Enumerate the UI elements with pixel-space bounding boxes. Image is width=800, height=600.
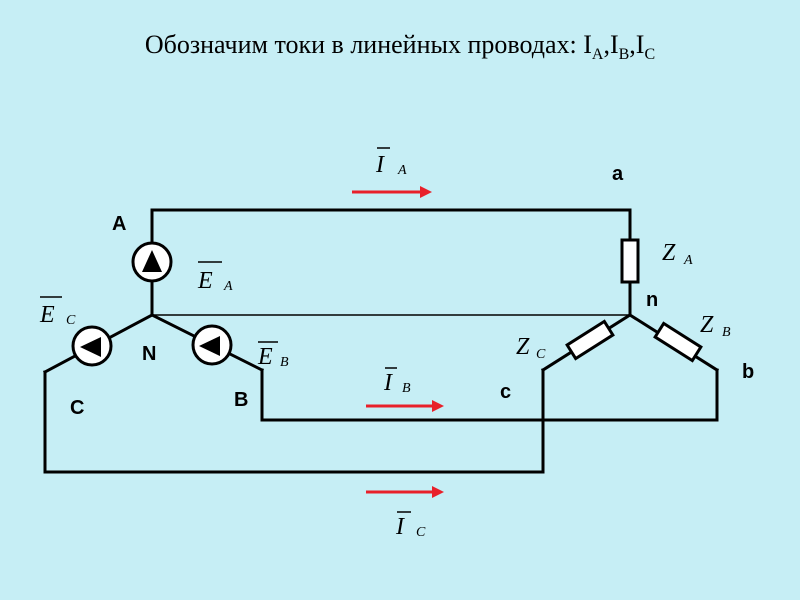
impedance-zc bbox=[565, 319, 615, 361]
svg-text:Z: Z bbox=[516, 334, 530, 360]
node-label-a-source: A bbox=[112, 213, 126, 235]
line-wire-a bbox=[150, 208, 632, 242]
svg-text:B: B bbox=[722, 325, 731, 340]
page-title: Обозначим токи в линейных проводах: IA,I… bbox=[144, 30, 656, 64]
svg-text:Z: Z bbox=[700, 312, 714, 338]
node-label-c-load: c bbox=[500, 381, 511, 403]
node-label-a-load: a bbox=[612, 163, 624, 185]
node-label-neutral-load: n bbox=[646, 289, 658, 311]
svg-text:Z: Z bbox=[662, 240, 676, 266]
svg-text:I: I bbox=[383, 370, 393, 396]
source-ea bbox=[131, 241, 173, 283]
svg-text:A: A bbox=[683, 253, 693, 268]
arrow-ic-icon bbox=[366, 486, 444, 498]
svg-text:C: C bbox=[416, 525, 426, 540]
symbol-ic: I C bbox=[395, 511, 426, 540]
symbol-ia: I A bbox=[375, 147, 407, 178]
node-label-b-source: B bbox=[234, 389, 248, 411]
arrow-ia-icon bbox=[352, 186, 432, 198]
impedance-zb bbox=[653, 321, 703, 363]
symbol-ea: E A bbox=[197, 261, 233, 294]
svg-text:C: C bbox=[536, 347, 546, 362]
svg-text:A: A bbox=[397, 163, 407, 178]
svg-text:E: E bbox=[197, 268, 213, 294]
svg-text:I: I bbox=[375, 152, 385, 178]
symbol-eb: E B bbox=[257, 341, 289, 370]
svg-text:E: E bbox=[257, 344, 273, 370]
svg-text:B: B bbox=[402, 381, 411, 396]
svg-text:C: C bbox=[66, 313, 76, 328]
symbol-ib: I B bbox=[383, 367, 411, 396]
source-ec bbox=[71, 325, 113, 367]
arrow-ib-icon bbox=[366, 400, 444, 412]
svg-text:I: I bbox=[395, 514, 405, 540]
node-label-c-source: C bbox=[70, 397, 84, 419]
source-eb bbox=[191, 324, 233, 366]
svg-text:E: E bbox=[39, 302, 55, 328]
impedance-za bbox=[620, 238, 640, 284]
svg-text:B: B bbox=[280, 355, 289, 370]
symbol-ec: E C bbox=[39, 296, 76, 328]
line-wire-b bbox=[260, 368, 719, 422]
svg-text:A: A bbox=[223, 279, 233, 294]
line-wire-c bbox=[43, 368, 545, 474]
symbol-zb: Z B bbox=[700, 312, 731, 340]
symbol-za: Z A bbox=[662, 240, 693, 268]
node-label-b-load: b bbox=[742, 361, 754, 383]
node-label-neutral-source: N bbox=[142, 343, 156, 365]
symbol-zc: Z C bbox=[516, 334, 546, 362]
